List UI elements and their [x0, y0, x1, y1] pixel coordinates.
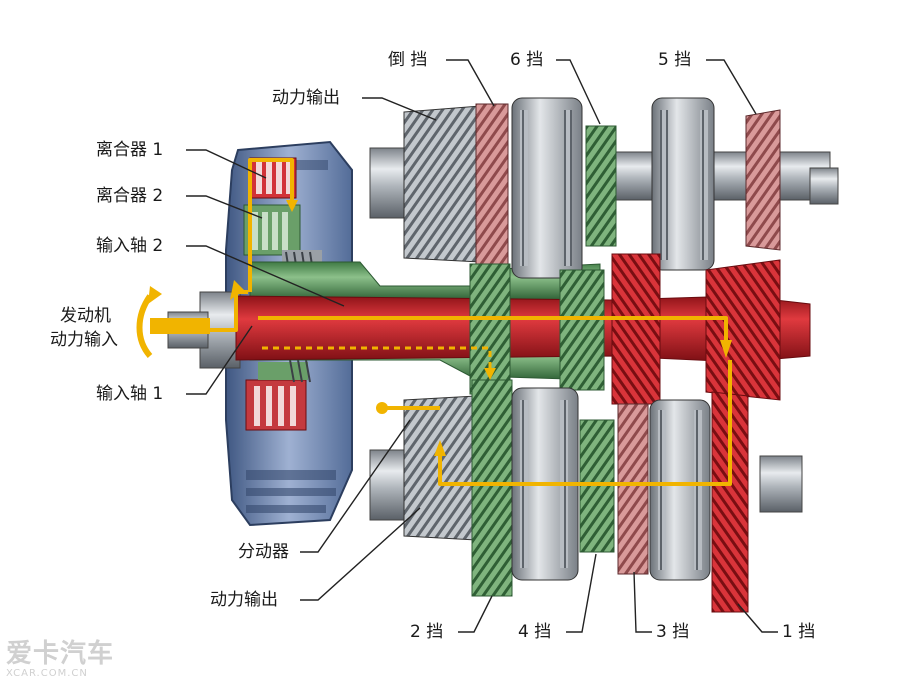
- label-engine-input-line1: 发动机: [60, 306, 111, 326]
- input-shaft-1-gears: [611, 253, 781, 405]
- clutch-pack-lower: [245, 359, 311, 431]
- label-input-shaft-1: 输入轴 1: [96, 384, 164, 404]
- reverse-gear: [475, 103, 509, 271]
- power-flow-arrowheads: [230, 200, 732, 456]
- sixth-gear-assembly: [511, 97, 617, 279]
- engine-rotation-arrow: [136, 286, 210, 358]
- third-first-synchro: [649, 399, 711, 581]
- clutch-pack-1: [249, 157, 297, 199]
- label-power-output-bottom: 动力输出: [210, 590, 278, 610]
- label-gear-4: 4 挡: [518, 622, 552, 642]
- label-reverse-gear: 倒 挡: [388, 50, 428, 70]
- label-gear-6: 6 挡: [510, 50, 544, 70]
- label-clutch-2: 离合器 2: [96, 186, 164, 206]
- label-power-output-top: 动力输出: [272, 88, 340, 108]
- watermark-text: 爱卡汽车: [6, 639, 115, 669]
- leader-lines: [186, 59, 778, 633]
- watermark-subtext: XCAR.COM.CN: [6, 668, 88, 679]
- label-transfer-case: 分动器: [238, 542, 289, 562]
- label-gear-1: 1 挡: [782, 622, 816, 642]
- watermark-logo: 爱卡汽车 XCAR.COM.CN: [6, 640, 114, 679]
- first-gear: [711, 391, 749, 613]
- label-clutch-1: 离合器 1: [96, 140, 164, 160]
- third-gear: [617, 403, 649, 575]
- label-input-shaft-2: 输入轴 2: [96, 236, 164, 256]
- second-gear: [471, 379, 513, 597]
- clutch-pack-2: [243, 204, 301, 256]
- label-gear-2: 2 挡: [410, 622, 444, 642]
- label-gear-3: 3 挡: [656, 622, 690, 642]
- upper-output-shaft: [369, 105, 839, 263]
- label-engine-input-line2: 动力输入: [50, 330, 118, 350]
- label-gear-5: 5 挡: [658, 50, 692, 70]
- input-shaft-2-gears: [469, 263, 605, 395]
- fifth-gear-assembly: [651, 97, 781, 271]
